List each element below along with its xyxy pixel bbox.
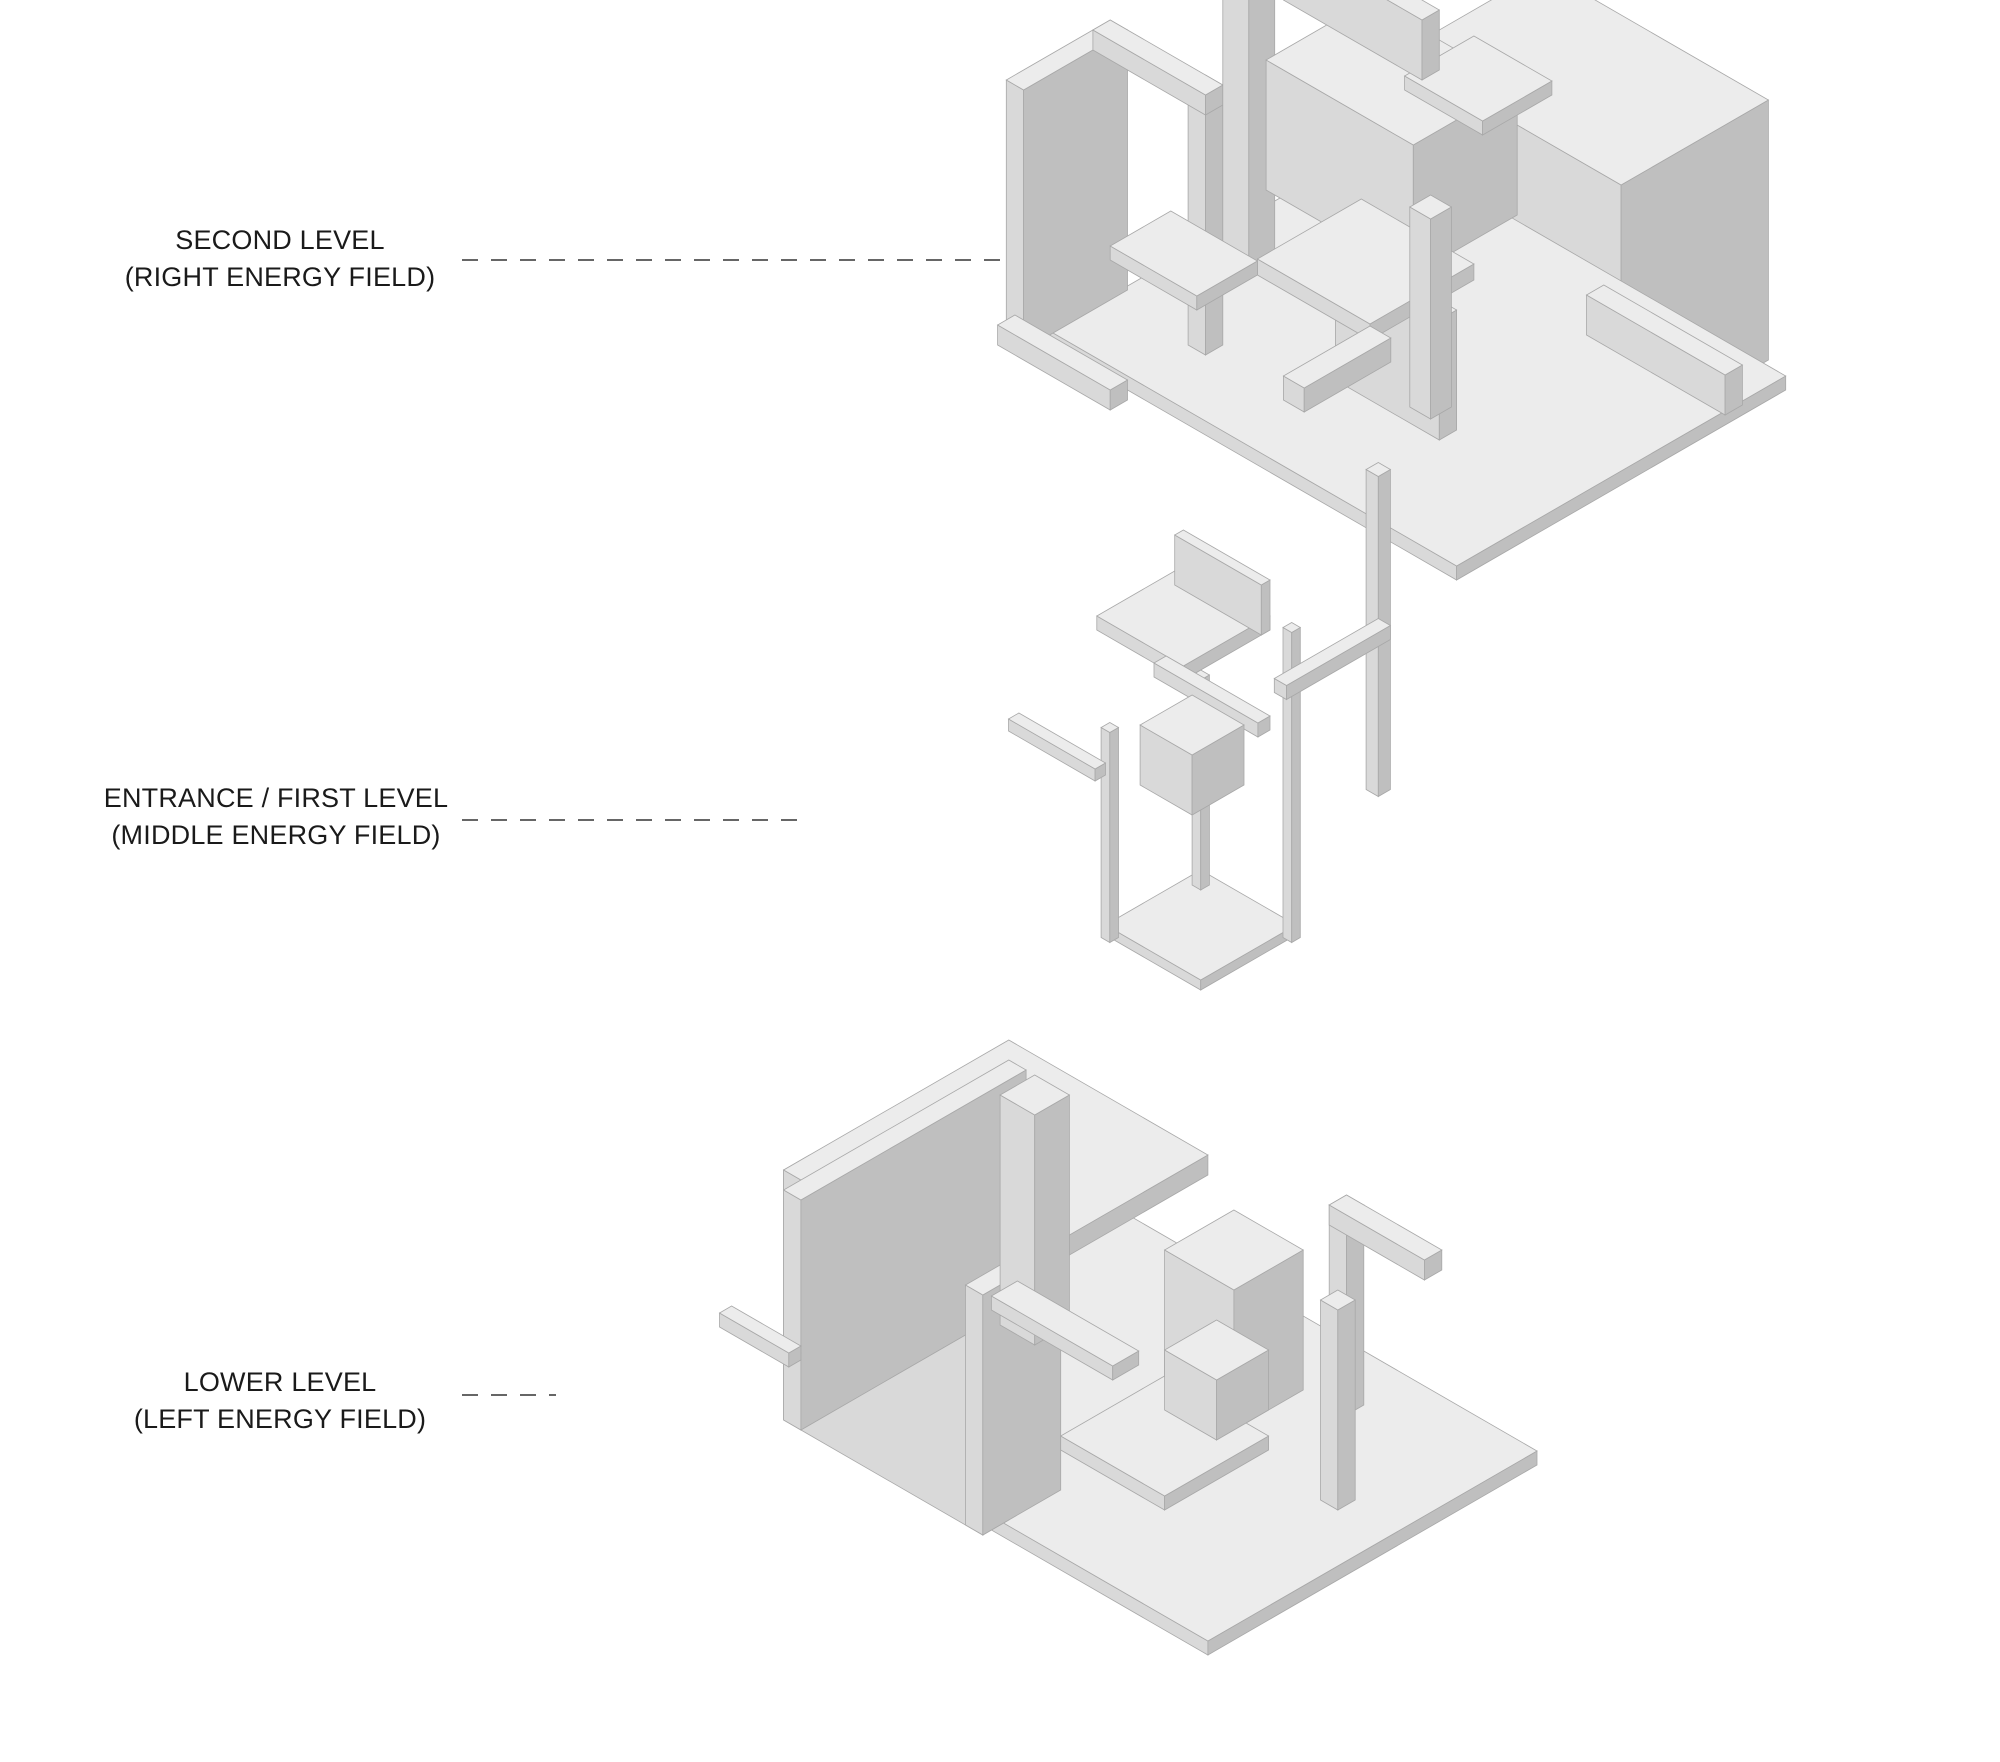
east-post-b (1319, 1289, 1357, 1511)
frame-west-head-top-face (1092, 19, 1224, 96)
first-level-field: (MIDDLE ENERGY FIELD) (111, 820, 441, 850)
east-block (1163, 1209, 1305, 1431)
label-lower-level: LOWER LEVEL (LEFT ENERGY FIELD) (80, 1364, 480, 1438)
upper-tray-wall-top-face (1173, 529, 1271, 586)
lower-level-field: (LEFT ENERGY FIELD) (133, 1404, 427, 1434)
label-first-level: ENTRANCE / FIRST LEVEL (MIDDLE ENERGY FI… (76, 780, 476, 854)
south-beam-top-face (1282, 325, 1392, 389)
frame-west-sill-top-face (996, 314, 1129, 391)
frame-west-post-right-face (1205, 84, 1224, 356)
link-beam (990, 1280, 1140, 1381)
entry-arm-top-face (1007, 712, 1107, 770)
south-post-right-face (1430, 206, 1452, 420)
frame-west-post (1187, 74, 1224, 356)
west-deck-top-face (1109, 210, 1259, 297)
post-c-right-face (1109, 726, 1119, 944)
north-deck (1403, 35, 1553, 136)
entry-stub-top-face (718, 1305, 802, 1354)
mid-platform (1059, 1375, 1270, 1511)
east-ledge-top-face (1585, 284, 1744, 376)
upper-tray-wall (1173, 529, 1271, 636)
link-beam-top-face (1153, 655, 1271, 724)
post-b-top-face (1282, 622, 1302, 633)
north-wall-top-face (782, 1059, 1027, 1201)
east-frame-head (1328, 1194, 1443, 1281)
east-block-top-face (1163, 1209, 1305, 1291)
first-level-model (1007, 462, 1392, 991)
tall-column-a-left-face (1222, 0, 1250, 271)
lower-level-name: LOWER LEVEL (183, 1367, 377, 1397)
east-post-b-right-face (1337, 1299, 1356, 1511)
post-b (1282, 622, 1302, 944)
tall-mast-top-face (1365, 462, 1392, 477)
frame-west-post-left-face (1187, 84, 1206, 356)
east-ledge (1585, 284, 1744, 416)
south-wall-left-face (965, 1284, 984, 1536)
label-second-level: SECOND LEVEL (RIGHT ENERGY FIELD) (80, 222, 480, 296)
first-level-name: ENTRANCE / FIRST LEVEL (103, 783, 449, 813)
south-post-left-face (1409, 206, 1431, 420)
lower-level-model (718, 1039, 1538, 1656)
frame-west-wall-left-face (1005, 79, 1024, 351)
south-post-top-face (1408, 194, 1453, 220)
core-column-top-face (999, 1074, 1071, 1116)
north-wall-left-face (783, 1189, 802, 1431)
second-level-model (996, 0, 1787, 581)
small-frame (1139, 694, 1245, 816)
mid-box (1163, 1319, 1270, 1441)
south-post (1408, 194, 1453, 420)
south-beam (1282, 325, 1392, 413)
post-c-top-face (1100, 722, 1120, 733)
floor-plate-top-face (1104, 869, 1297, 981)
entry-arm (1007, 712, 1107, 782)
post-c-left-face (1100, 726, 1111, 944)
north-wall (782, 1059, 1027, 1431)
upper-tray-wall-right-face (1260, 579, 1271, 636)
north-frame (1283, 0, 1441, 81)
leader-lines (462, 259, 1040, 1396)
mid-box-top-face (1163, 1319, 1270, 1381)
tall-mast (1365, 462, 1392, 798)
mast-arm-top-face (1273, 618, 1392, 686)
north-frame-right-face (1421, 9, 1440, 81)
small-frame-top-face (1139, 694, 1245, 756)
frame-west-wall (1005, 19, 1129, 351)
core-column (999, 1074, 1071, 1346)
west-deck (1109, 210, 1259, 311)
frame-west-sill (996, 314, 1129, 411)
post-c (1100, 722, 1120, 944)
east-frame-head-top-face (1328, 1194, 1443, 1261)
link-beam-top-face (990, 1280, 1140, 1367)
east-post-b-left-face (1320, 1299, 1339, 1511)
floor-plate (1104, 869, 1297, 991)
frame-west-head (1092, 19, 1224, 116)
east-post-b-top-face (1319, 1289, 1357, 1311)
entry-stub (718, 1305, 802, 1368)
mast-arm (1273, 618, 1392, 701)
second-level-field: (RIGHT ENERGY FIELD) (124, 262, 436, 292)
second-level-name: SECOND LEVEL (175, 225, 385, 255)
north-frame-top-face (1386, 0, 1441, 21)
